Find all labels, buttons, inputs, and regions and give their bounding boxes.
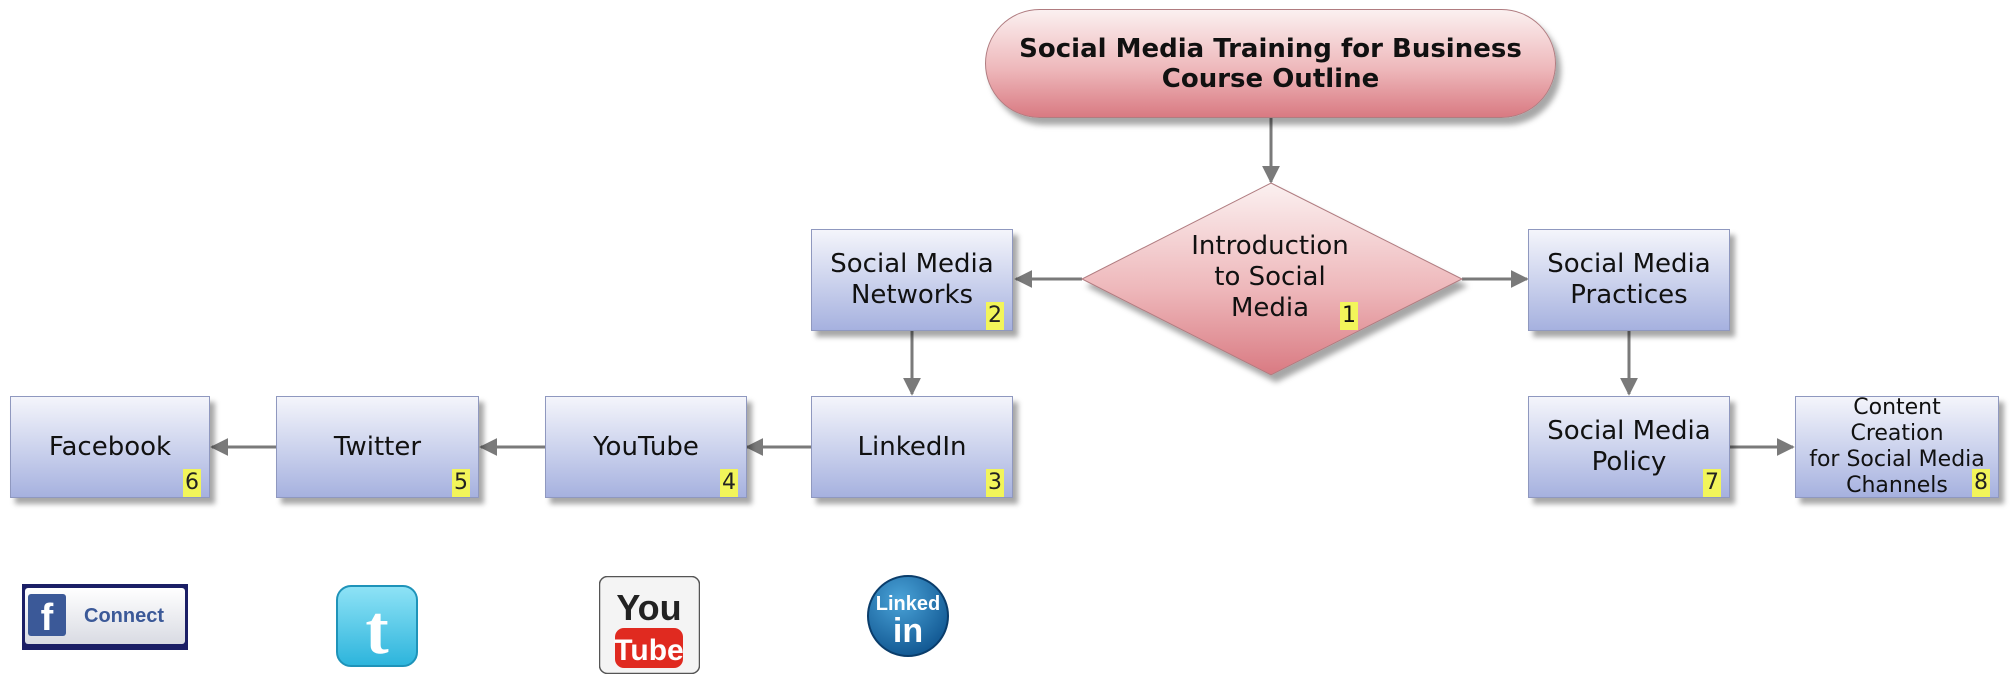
policy-number-badge: 7 [1703,469,1721,497]
content-line-1: Content Creation [1850,395,1944,446]
node-linkedin[interactable]: LinkedIn 3 [811,396,1013,498]
twitter-number-badge: 5 [452,469,470,497]
title-line-2: Course Outline [1161,63,1380,94]
networks-line-2: Networks [850,280,974,310]
title-line-1: Social Media Training for Business [1019,33,1522,64]
content-line-2: for Social Media [1809,447,1985,472]
practices-line-2: Practices [1570,280,1688,310]
linkedin-number-badge: 3 [986,469,1004,497]
linkedin-linked-text: Linked [876,593,940,615]
youtube-logo[interactable]: You Tube [598,575,701,675]
facebook-number-badge: 6 [183,469,201,497]
facebook-f-icon: f [41,597,54,639]
course-outline-title: Social Media Training for Business Cours… [985,9,1556,118]
facebook-label: Facebook [48,431,172,462]
youtube-label: YouTube [593,431,699,462]
policy-line-2: Policy [1591,447,1667,477]
node-youtube[interactable]: YouTube 4 [545,396,747,498]
intro-line-2: to Social [1214,262,1326,292]
youtube-tube-text: Tube [614,634,683,667]
node-twitter[interactable]: Twitter 5 [276,396,479,498]
node-social-media-policy[interactable]: Social Media Policy 7 [1528,396,1730,498]
node-social-media-networks[interactable]: Social Media Networks 2 [811,229,1013,331]
intro-line-1: Introduction [1191,231,1349,261]
content-number-badge: 8 [1972,469,1990,497]
node-social-media-practices[interactable]: Social Media Practices [1528,229,1730,331]
youtube-you-text: You [616,587,681,628]
policy-line-1: Social Media [1547,416,1711,446]
networks-line-1: Social Media [830,249,994,279]
intro-number-badge: 1 [1340,302,1358,330]
linkedin-in-text: in [893,612,923,650]
twitter-label: Twitter [333,431,422,462]
node-content-creation[interactable]: Content Creation for Social Media Channe… [1795,395,1999,498]
practices-line-1: Social Media [1547,249,1711,279]
networks-number-badge: 2 [986,302,1004,330]
intro-label: Introduction to Social Media [1150,231,1390,324]
intro-line-3: Media [1230,293,1310,323]
linkedin-label: LinkedIn [857,431,967,462]
youtube-number-badge: 4 [720,469,738,497]
linkedin-logo[interactable]: Linked in [866,574,950,658]
twitter-logo[interactable]: t [336,585,418,669]
intro-diamond [1080,182,1464,376]
content-line-3: Channels [1846,473,1948,498]
facebook-connect-text: Connect [84,605,164,627]
node-facebook[interactable]: Facebook 6 [10,396,210,498]
facebook-connect-logo[interactable]: f Connect [22,584,188,650]
twitter-t-icon: t [365,592,388,667]
